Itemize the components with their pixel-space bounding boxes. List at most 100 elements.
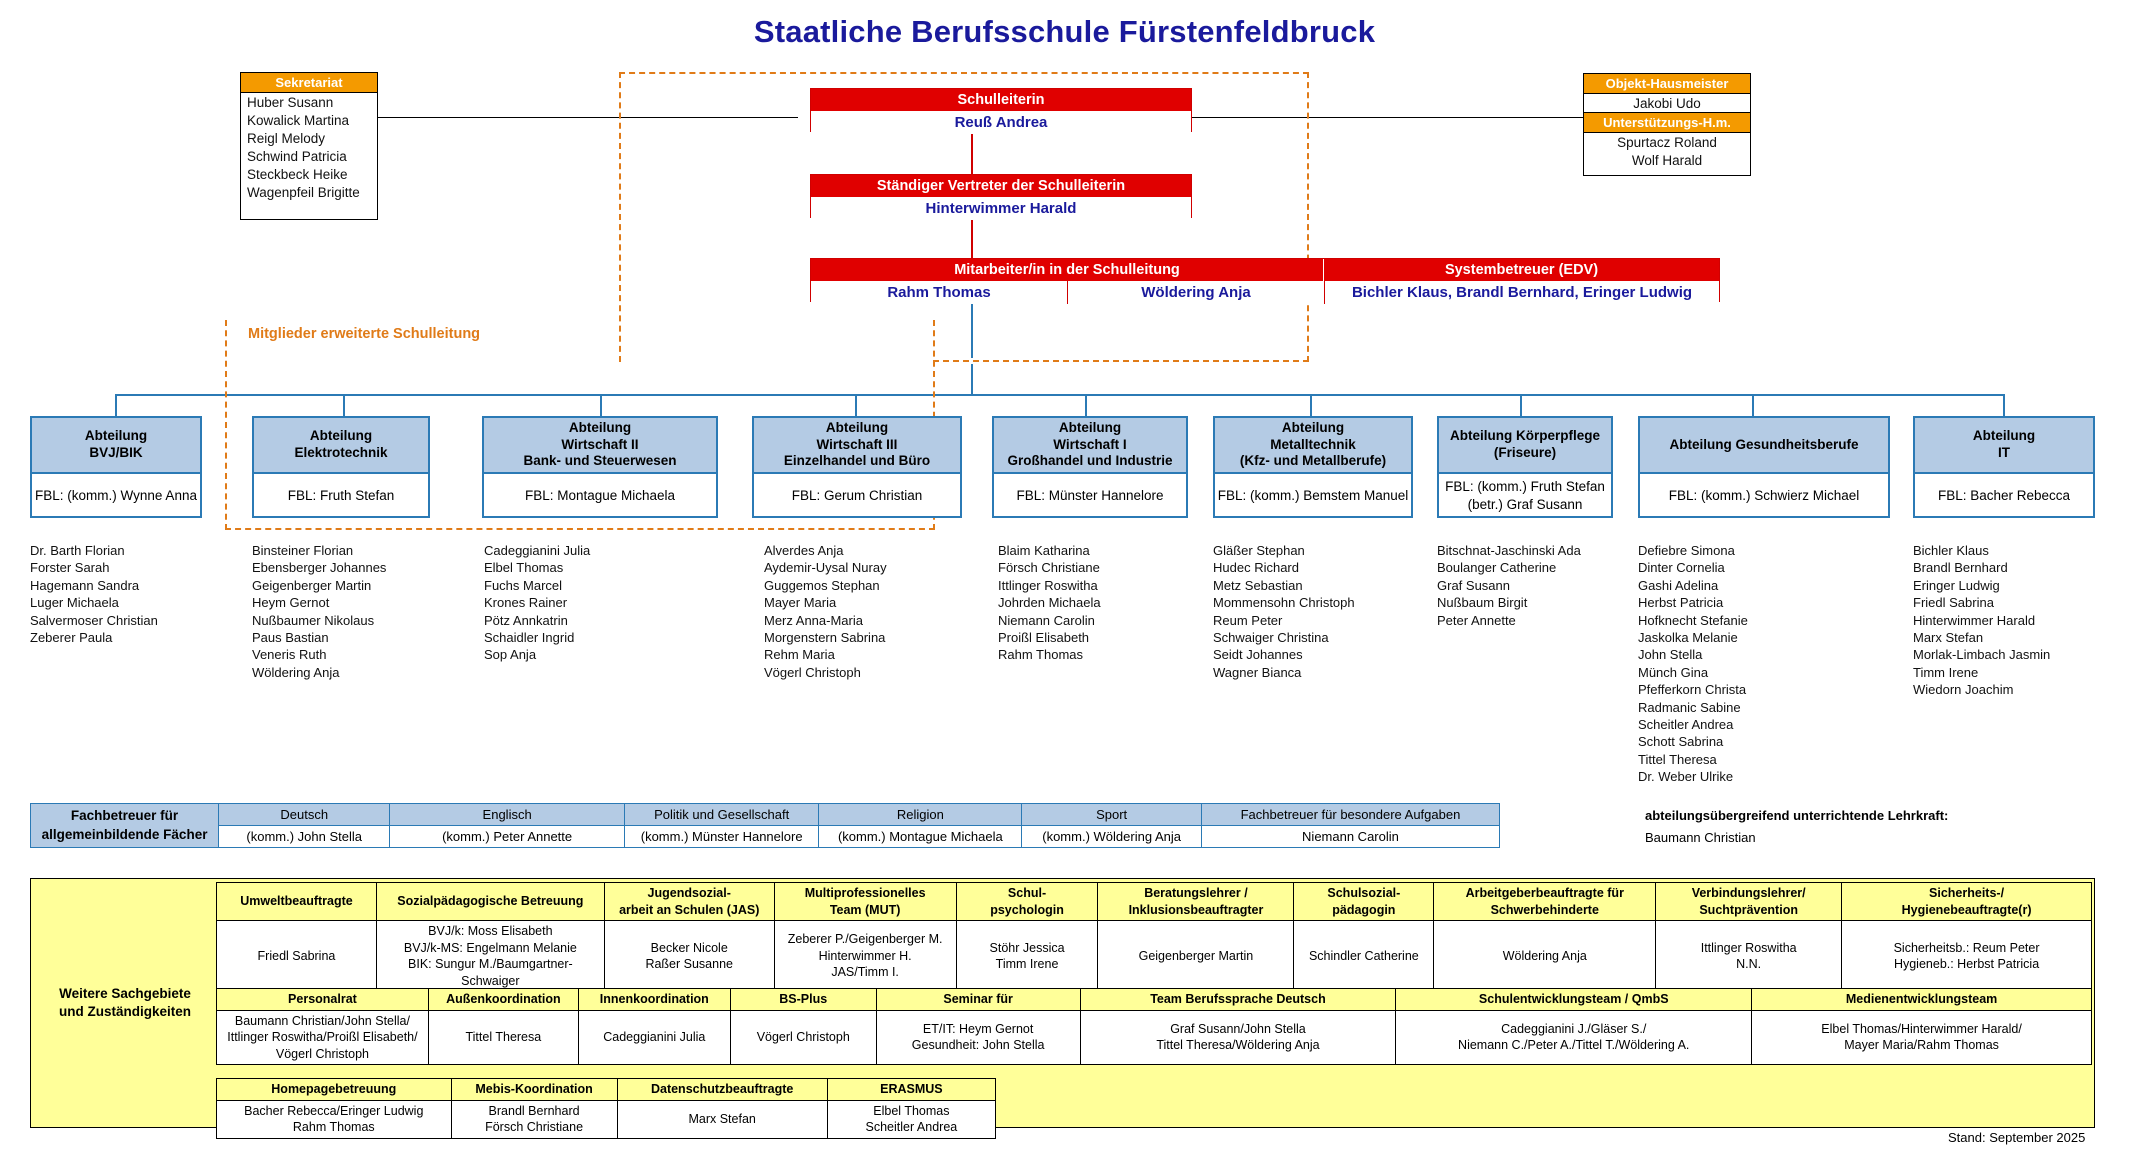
staff-name: John Stella (1638, 647, 1703, 663)
staff-name: Seidt Johannes (1213, 647, 1303, 663)
dashed-mask-a (621, 318, 933, 324)
fachbetreuer-value: (komm.) Münster Hannelore (623, 825, 820, 848)
connector-dept-drop-7 (1520, 394, 1522, 416)
staff-name: Proißl Elisabeth (998, 630, 1090, 646)
connector-principal-deputy (971, 130, 973, 174)
weitere-header: Umweltbeauftragte (216, 882, 377, 921)
weitere-header: ERASMUS (826, 1078, 997, 1101)
connector-dept-drop-4 (855, 394, 857, 416)
staff-name: Binsteiner Florian (252, 543, 354, 558)
fachbetreuer-header: Englisch (389, 803, 625, 826)
weitere-value: Schindler Catherine (1293, 920, 1435, 992)
weitere-header: Verbindungslehrer/Suchtprävention (1655, 882, 1843, 921)
weitere-value: Wöldering Anja (1433, 920, 1657, 992)
staff-name: Peter Annette (1437, 612, 1516, 628)
weitere-value: Cadeggianini J./Gläser S./Niemann C./Pet… (1395, 1009, 1753, 1065)
staff-name: Schaidler Ingrid (484, 630, 575, 646)
fachbetreuer-value: (komm.) John Stella (218, 825, 391, 848)
weitere-header: Team Berufssprache Deutsch (1079, 988, 1397, 1011)
systembetreuer-role: Systembetreuer (EDV) (1324, 259, 1719, 281)
staff-name: Gläßer Stephan (1213, 543, 1305, 558)
weitere-value: Elbel Thomas/Hinterwimmer Harald/Mayer M… (1751, 1009, 2092, 1065)
page-title: Staatliche Berufsschule Fürstenfeldbruck (753, 14, 1376, 49)
weitere-header: Außenkoordination (427, 988, 579, 1011)
connector-staff-to-bus (971, 300, 973, 395)
staff-name: Morlak-Limbach Jasmin (1913, 647, 2051, 663)
staff-name: Schott Sabrina (1638, 734, 1724, 750)
leadership-staff-left-role: Mitarbeiter/in in der Schulleitung (811, 259, 1324, 281)
department-fbl: FBL: Bacher Rebecca (1937, 488, 2071, 504)
staff-name: Gashi Adelina (1638, 577, 1719, 593)
principal-name: Reuß Andrea (811, 111, 1191, 134)
weitere-value: Tittel Theresa (427, 1009, 579, 1065)
fachbetreuer-value: (komm.) Wöldering Anja (1021, 825, 1202, 848)
weitere-header: Schulsozial-pädagogin (1293, 882, 1435, 921)
staff-name: Elbel Thomas (484, 560, 564, 576)
staff-name: Johrden Michaela (998, 595, 1101, 611)
fachbetreuer-value: Niemann Carolin (1200, 825, 1501, 848)
connector-deputy-staff (971, 218, 973, 258)
connector-dept-drop-3 (600, 394, 602, 416)
caretaker-sub-member: Spurtacz Roland (1617, 134, 1717, 150)
weitere-header: Sicherheits-/Hygienebeauftragte(r) (1841, 882, 2092, 921)
staff-name: Heym Gernot (252, 595, 330, 611)
secretariat-header: Sekretariat (241, 73, 377, 93)
staff-name: Bitschnat-Jaschinski Ada (1437, 543, 1581, 558)
connector-caretaker-line (1185, 117, 1583, 118)
staff-name: Hagemann Sandra (30, 577, 140, 593)
staff-name: Nußbaum Birgit (1437, 595, 1528, 611)
fachbetreuer-header: Sport (1021, 803, 1202, 826)
caretaker-header: Objekt-Hausmeister (1584, 74, 1750, 94)
staff-name: Wagner Bianca (1213, 664, 1302, 680)
weitere-header: Innenkoordination (577, 988, 731, 1011)
weitere-value: Marx Stefan (616, 1099, 828, 1139)
connector-secretariat-line (378, 117, 798, 118)
weitere-header: Medienentwicklungsteam (1751, 988, 2092, 1011)
staff-name: Forster Sarah (30, 560, 110, 576)
secretariat-member: Huber Susann (247, 94, 334, 110)
systembetreuer-names: Bichler Klaus, Brandl Bernhard, Eringer … (1325, 281, 1719, 304)
staff-name: Merz Anna-Maria (764, 612, 863, 628)
secretariat-member: Steckbeck Heike (247, 166, 348, 182)
secretariat-member: Kowalick Martina (247, 112, 350, 128)
weitere-header: BS-Plus (729, 988, 877, 1011)
caretaker-name: Jakobi Udo (1633, 95, 1701, 111)
secretariat-member: Wagenpfeil Brigitte (247, 184, 360, 200)
staff-name: Alverdes Anja (764, 543, 844, 558)
deputy-name: Hinterwimmer Harald (811, 197, 1191, 220)
fachbetreuer-header: Fachbetreuer für besondere Aufgaben (1200, 803, 1501, 826)
staff-name: Tittel Theresa (1638, 751, 1717, 767)
department-fbl: FBL: Montague Michaela (524, 488, 676, 504)
staff-name: Vögerl Christoph (764, 664, 861, 680)
department-fbl: FBL: (komm.) Fruth Stefan(betr.) Graf Su… (1445, 479, 1605, 512)
fachbetreuer-header: Deutsch (218, 803, 391, 826)
staff-name: Sop Anja (484, 647, 537, 663)
department-box-koerperpflege: Abteilung Körperpflege(Friseure) FBL: (k… (1437, 416, 1613, 518)
staff-name: Scheitler Andrea (1638, 717, 1734, 733)
staff-name: Münch Gina (1638, 664, 1709, 680)
connector-dept-bus (115, 394, 2005, 396)
staff-name: Timm Irene (1913, 664, 1979, 680)
fachbetreuer-header: Religion (818, 803, 1023, 826)
staff-name: Cadeggianini Julia (484, 543, 591, 558)
staff-name: Rahm Thomas (998, 647, 1084, 663)
deputy-box: Ständiger Vertreter der Schulleiterin Hi… (810, 174, 1192, 220)
weitere-header: Personalrat (216, 988, 429, 1011)
